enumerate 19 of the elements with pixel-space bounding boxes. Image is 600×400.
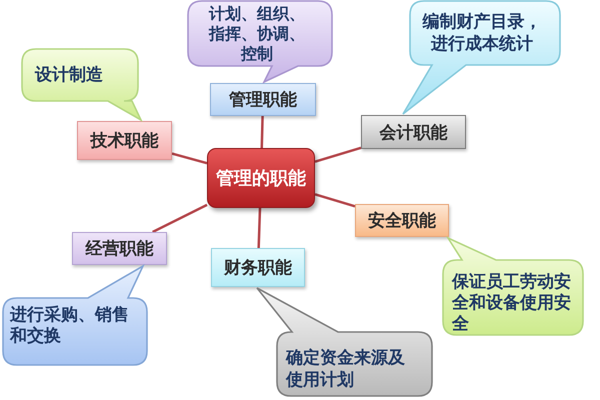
connector-line bbox=[152, 204, 208, 234]
function-box: 经营职能 bbox=[72, 232, 167, 265]
connector-line bbox=[314, 193, 356, 208]
connector-line bbox=[260, 116, 264, 148]
speech-bubble: 保证员工劳动安全和设备使用安全 bbox=[441, 236, 585, 337]
speech-bubble: 确定资金来源及使用计划 bbox=[255, 286, 434, 398]
speech-bubble: 进行采购、销售和交换 bbox=[1, 264, 149, 367]
function-box: 会计职能 bbox=[361, 115, 466, 149]
function-box: 管理职能 bbox=[210, 83, 316, 116]
connector-line bbox=[314, 146, 362, 163]
speech-bubble: 设计制造 bbox=[20, 47, 143, 122]
function-box: 安全职能 bbox=[355, 204, 449, 237]
function-box: 财务职能 bbox=[211, 248, 305, 287]
speech-bubble: 编制财产目录，进行成本统计 bbox=[401, 0, 562, 116]
connector-line bbox=[257, 208, 262, 248]
connector-line bbox=[172, 152, 208, 164]
function-box: 技术职能 bbox=[77, 121, 172, 160]
speech-bubble: 计划、组织、指挥、协调、控制 bbox=[186, 0, 334, 84]
central-box: 管理的职能 bbox=[207, 148, 315, 208]
